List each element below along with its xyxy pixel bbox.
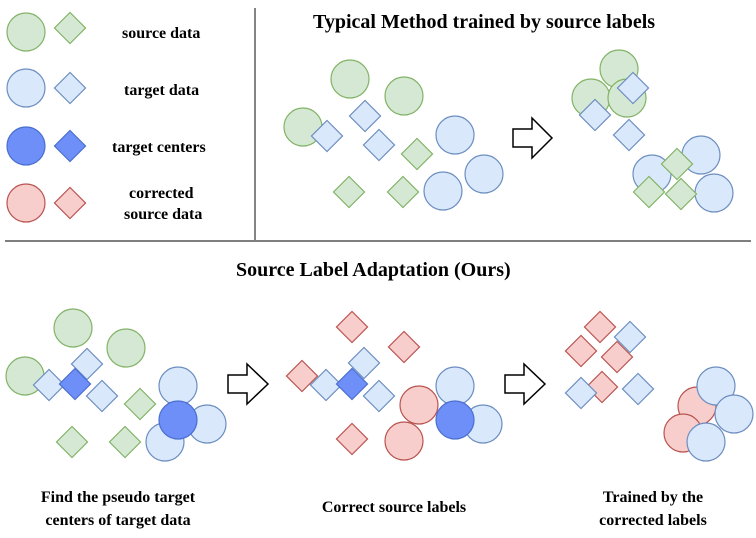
target-circle <box>423 171 463 211</box>
target-diamond <box>348 99 382 133</box>
legend-target-circle <box>6 68 46 108</box>
target-circle <box>696 366 736 406</box>
ours-title: Source Label Adaptation (Ours) <box>236 259 511 281</box>
target-center-diamond <box>58 367 92 401</box>
target-center-diamond <box>335 367 369 401</box>
corrected-diamond <box>285 359 319 393</box>
typical-after-cluster <box>571 49 734 213</box>
target-diamond <box>32 368 66 402</box>
source-diamond <box>108 425 142 459</box>
legend-target-label: target data <box>124 82 199 99</box>
target-circle <box>435 115 475 155</box>
target-diamond <box>347 346 381 380</box>
target-circle <box>435 366 475 406</box>
source-circle <box>53 308 93 348</box>
target-diamond <box>362 128 396 162</box>
step2-cluster <box>285 310 503 461</box>
corrected-diamond <box>564 334 598 368</box>
corrected-diamond <box>583 310 617 344</box>
source-circle <box>330 59 370 99</box>
target-diamond <box>612 118 646 152</box>
target-diamond <box>309 368 343 402</box>
source-diamond <box>632 175 666 209</box>
legend-source-circle <box>6 12 46 52</box>
target-diamond <box>310 119 344 153</box>
arrow-right-icon <box>504 362 547 406</box>
legend-corrected-label-2: source data <box>124 206 202 223</box>
corrected-diamond <box>600 340 634 374</box>
legend-corrected-diamond <box>53 186 87 220</box>
target-diamond <box>85 379 119 413</box>
source-diamond <box>664 177 698 211</box>
legend-target-diamond <box>53 71 87 105</box>
legend: source data target data target centers c… <box>6 11 206 223</box>
target-center-circle <box>435 400 475 440</box>
source-diamond <box>55 425 89 459</box>
target-circle <box>158 366 198 406</box>
legend-center-diamond <box>53 129 87 163</box>
target-circle <box>714 394 754 434</box>
corrected-circle <box>384 421 424 461</box>
corrected-diamond <box>335 310 369 344</box>
source-diamond <box>386 175 420 209</box>
step3-caption-1: Trained by the <box>603 489 703 506</box>
target-diamond <box>616 71 650 105</box>
target-diamond <box>613 320 647 354</box>
target-circle <box>464 154 504 194</box>
typical-method-title: Typical Method trained by source labels <box>313 11 655 33</box>
target-diamond <box>621 372 655 406</box>
source-diamond <box>660 147 694 181</box>
legend-corrected-circle <box>6 183 46 223</box>
target-circle <box>694 173 734 213</box>
step1-caption-1: Find the pseudo target <box>41 489 196 506</box>
source-diamond <box>400 137 434 171</box>
corrected-diamond <box>335 422 369 456</box>
step1-cluster <box>5 308 227 462</box>
legend-source-label: source data <box>122 25 200 42</box>
target-diamond <box>362 379 396 413</box>
step3-caption-2: corrected labels <box>599 512 707 529</box>
legend-corrected-label-1: corrected <box>129 185 194 202</box>
source-diamond <box>332 175 366 209</box>
legend-center-label: target centers <box>112 139 206 156</box>
typical-before-cluster <box>283 59 504 211</box>
source-circle <box>384 76 424 116</box>
source-diamond <box>123 387 157 421</box>
step2-caption: Correct source labels <box>322 499 466 516</box>
target-center-circle <box>158 400 198 440</box>
legend-center-circle <box>6 126 46 166</box>
legend-source-diamond <box>53 11 87 45</box>
corrected-diamond <box>387 330 421 364</box>
target-diamond <box>578 98 612 132</box>
step1-caption-2: centers of target data <box>45 512 190 529</box>
corrected-circle <box>399 385 439 425</box>
arrow-right-icon <box>227 362 270 406</box>
step3-cluster <box>564 310 754 462</box>
source-circle <box>106 328 146 368</box>
target-diamond <box>70 347 104 381</box>
arrow-right-icon <box>512 116 554 160</box>
target-circle <box>686 422 726 462</box>
target-diamond <box>564 376 598 410</box>
